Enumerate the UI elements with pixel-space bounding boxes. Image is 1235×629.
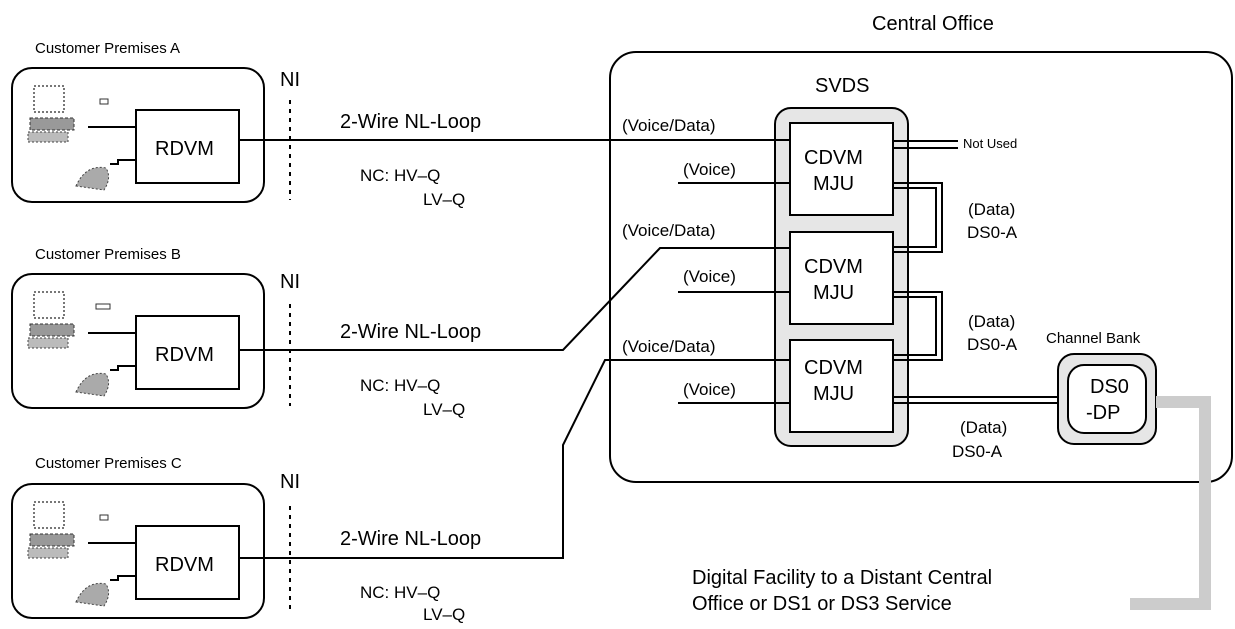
nc-label-2: LV–Q xyxy=(423,190,465,209)
rdvm-label: RDVM xyxy=(155,138,214,160)
mju-label: MJU xyxy=(813,173,854,195)
rdvm-label: RDVM xyxy=(155,554,214,576)
telephone-icon xyxy=(75,582,110,607)
ni-label: NI xyxy=(280,471,300,493)
premises-title: Customer Premises B xyxy=(35,246,181,263)
telephone-icon xyxy=(75,166,110,191)
cdvm-label: CDVM xyxy=(804,147,863,169)
central-office-title: Central Office xyxy=(872,13,994,35)
customer-premises-a: Customer Premises A RDVM NI 2-Wire NL-Lo… xyxy=(11,40,481,209)
premises-title: Customer Premises C xyxy=(35,455,182,472)
voice-data-label: (Voice/Data) xyxy=(622,221,716,240)
ds0a-link-1-inner xyxy=(893,187,937,248)
customer-premises-b: Customer Premises B RDVM NI 2-Wire NL-Lo… xyxy=(11,246,481,419)
ds0a-label: DS0-A xyxy=(967,223,1018,242)
rdvm-box xyxy=(135,109,240,184)
nc-label-2: LV–Q xyxy=(423,400,465,419)
not-used-label: Not Used xyxy=(963,136,1017,151)
voice-label: (Voice) xyxy=(683,267,736,286)
voice-data-label: (Voice/Data) xyxy=(622,116,716,135)
premises-box xyxy=(11,273,265,409)
rdvm-label: RDVM xyxy=(155,344,214,366)
voice-label: (Voice) xyxy=(683,160,736,179)
cdvm-label: CDVM xyxy=(804,357,863,379)
digital-facility-line2: Office or DS1 or DS3 Service xyxy=(692,593,952,615)
loop-label: 2-Wire NL-Loop xyxy=(340,111,481,133)
ds0dp-line1: DS0 xyxy=(1090,376,1129,398)
loop-wire-c xyxy=(239,359,790,559)
ds0a-label: DS0-A xyxy=(952,442,1003,461)
cdvm-mju-card-1: CDVM MJU xyxy=(789,122,894,216)
data-label: (Data) xyxy=(968,200,1015,219)
ds0-dp-card xyxy=(1067,364,1147,434)
ds0a-link-1 xyxy=(893,182,943,253)
nc-label-1: NC: HV–Q xyxy=(360,376,440,395)
ds0a-link-2-inner xyxy=(893,296,937,356)
ds0a-link-2 xyxy=(893,291,943,361)
premises-box xyxy=(11,483,265,619)
voice-data-label: (Voice/Data) xyxy=(622,337,716,356)
computer-icon xyxy=(27,501,109,559)
cdvm-label: CDVM xyxy=(804,256,863,278)
telephone-icon xyxy=(75,372,110,397)
computer-icon xyxy=(27,291,111,349)
rdvm-box xyxy=(135,525,240,600)
mju-label: MJU xyxy=(813,282,854,304)
premises-title: Customer Premises A xyxy=(35,40,180,57)
phone-wire xyxy=(110,159,136,165)
channel-bank-label: Channel Bank xyxy=(1046,330,1141,347)
ds0a-label: DS0-A xyxy=(967,335,1018,354)
cdvm-mju-card-2: CDVM MJU xyxy=(789,231,894,325)
data-label: (Data) xyxy=(968,312,1015,331)
loop-label: 2-Wire NL-Loop xyxy=(340,528,481,550)
cdvm-mju-card-3: CDVM MJU xyxy=(789,339,894,433)
digital-facility-line1: Digital Facility to a Distant Central xyxy=(692,567,992,589)
nc-label-2: LV–Q xyxy=(423,605,465,624)
data-label: (Data) xyxy=(960,418,1007,437)
digital-facility-bracket xyxy=(1130,396,1211,610)
loop-wire-b xyxy=(239,247,790,351)
ni-label: NI xyxy=(280,69,300,91)
phone-wire xyxy=(110,575,136,581)
computer-icon xyxy=(27,85,109,143)
svds-label: SVDS xyxy=(815,75,869,97)
customer-premises-c: Customer Premises C RDVM NI 2-Wire NL-Lo… xyxy=(11,455,481,624)
phone-wire xyxy=(110,365,136,371)
rdvm-box xyxy=(135,315,240,390)
voice-label: (Voice) xyxy=(683,380,736,399)
ds0dp-line2: -DP xyxy=(1086,402,1120,424)
nc-label-1: NC: HV–Q xyxy=(360,166,440,185)
loop-label: 2-Wire NL-Loop xyxy=(340,321,481,343)
central-office-box xyxy=(609,51,1233,483)
nc-label-1: NC: HV–Q xyxy=(360,583,440,602)
mju-label: MJU xyxy=(813,383,854,405)
ni-label: NI xyxy=(280,271,300,293)
premises-box xyxy=(11,67,265,203)
